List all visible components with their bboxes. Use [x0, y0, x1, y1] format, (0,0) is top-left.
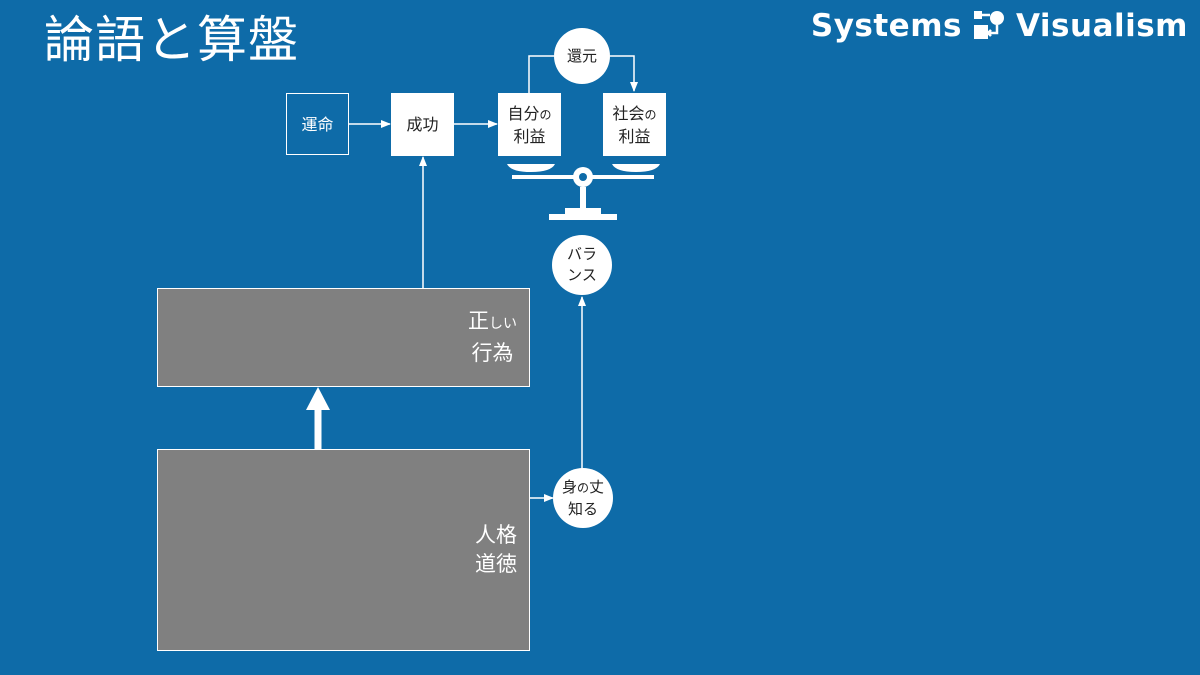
character-line2: 道徳 [475, 552, 517, 576]
social-benefit-line1: 社会の [612, 103, 657, 123]
right-action-line1: 正しい [468, 309, 517, 333]
right-action-line2: 行為 [471, 341, 514, 365]
success-box: 成功 [391, 93, 454, 156]
right-action-box: 正しい 行為 [157, 288, 530, 387]
brand-right-text: Visualism [1015, 8, 1188, 44]
fate-label: 運命 [301, 114, 334, 134]
know-place-line1: 身の丈 [561, 477, 605, 496]
fate-box: 運命 [286, 93, 349, 155]
know-place-circle: 身の丈 知る [553, 468, 613, 528]
own-benefit-box: 自分の 利益 [498, 93, 561, 156]
arrow-return-loop-right [610, 55, 638, 92]
social-benefit-line2: 利益 [618, 126, 651, 146]
return-circle: 還元 [554, 28, 610, 84]
know-place-line2: 知る [567, 499, 598, 518]
character-morality-label: 人格 道徳 [475, 521, 517, 579]
balance-scale-icon [507, 164, 660, 220]
arrow-return-loop-left [528, 55, 554, 93]
own-benefit-line1: 自分の [507, 103, 552, 123]
success-label: 成功 [406, 115, 439, 134]
character-morality-box: 人格 道徳 [157, 449, 530, 651]
right-action-label: 正しい 行為 [468, 307, 517, 368]
balance-line2: ンス [567, 266, 597, 284]
return-label: 還元 [566, 46, 597, 65]
page-title: 論語と算盤 [44, 11, 299, 69]
own-benefit-line2: 利益 [513, 126, 546, 146]
character-line1: 人格 [475, 523, 517, 547]
social-benefit-box: 社会の 利益 [603, 93, 666, 156]
systems-visualism-logo-icon [973, 11, 1004, 39]
balance-line1: バラ [566, 245, 597, 263]
thick-arrow-character-to-action-head [306, 387, 330, 410]
brand-logo-text: Systems Visualism [811, 6, 1188, 46]
balance-circle: バラ ンス [552, 235, 612, 295]
brand-left-text: Systems [810, 8, 962, 44]
